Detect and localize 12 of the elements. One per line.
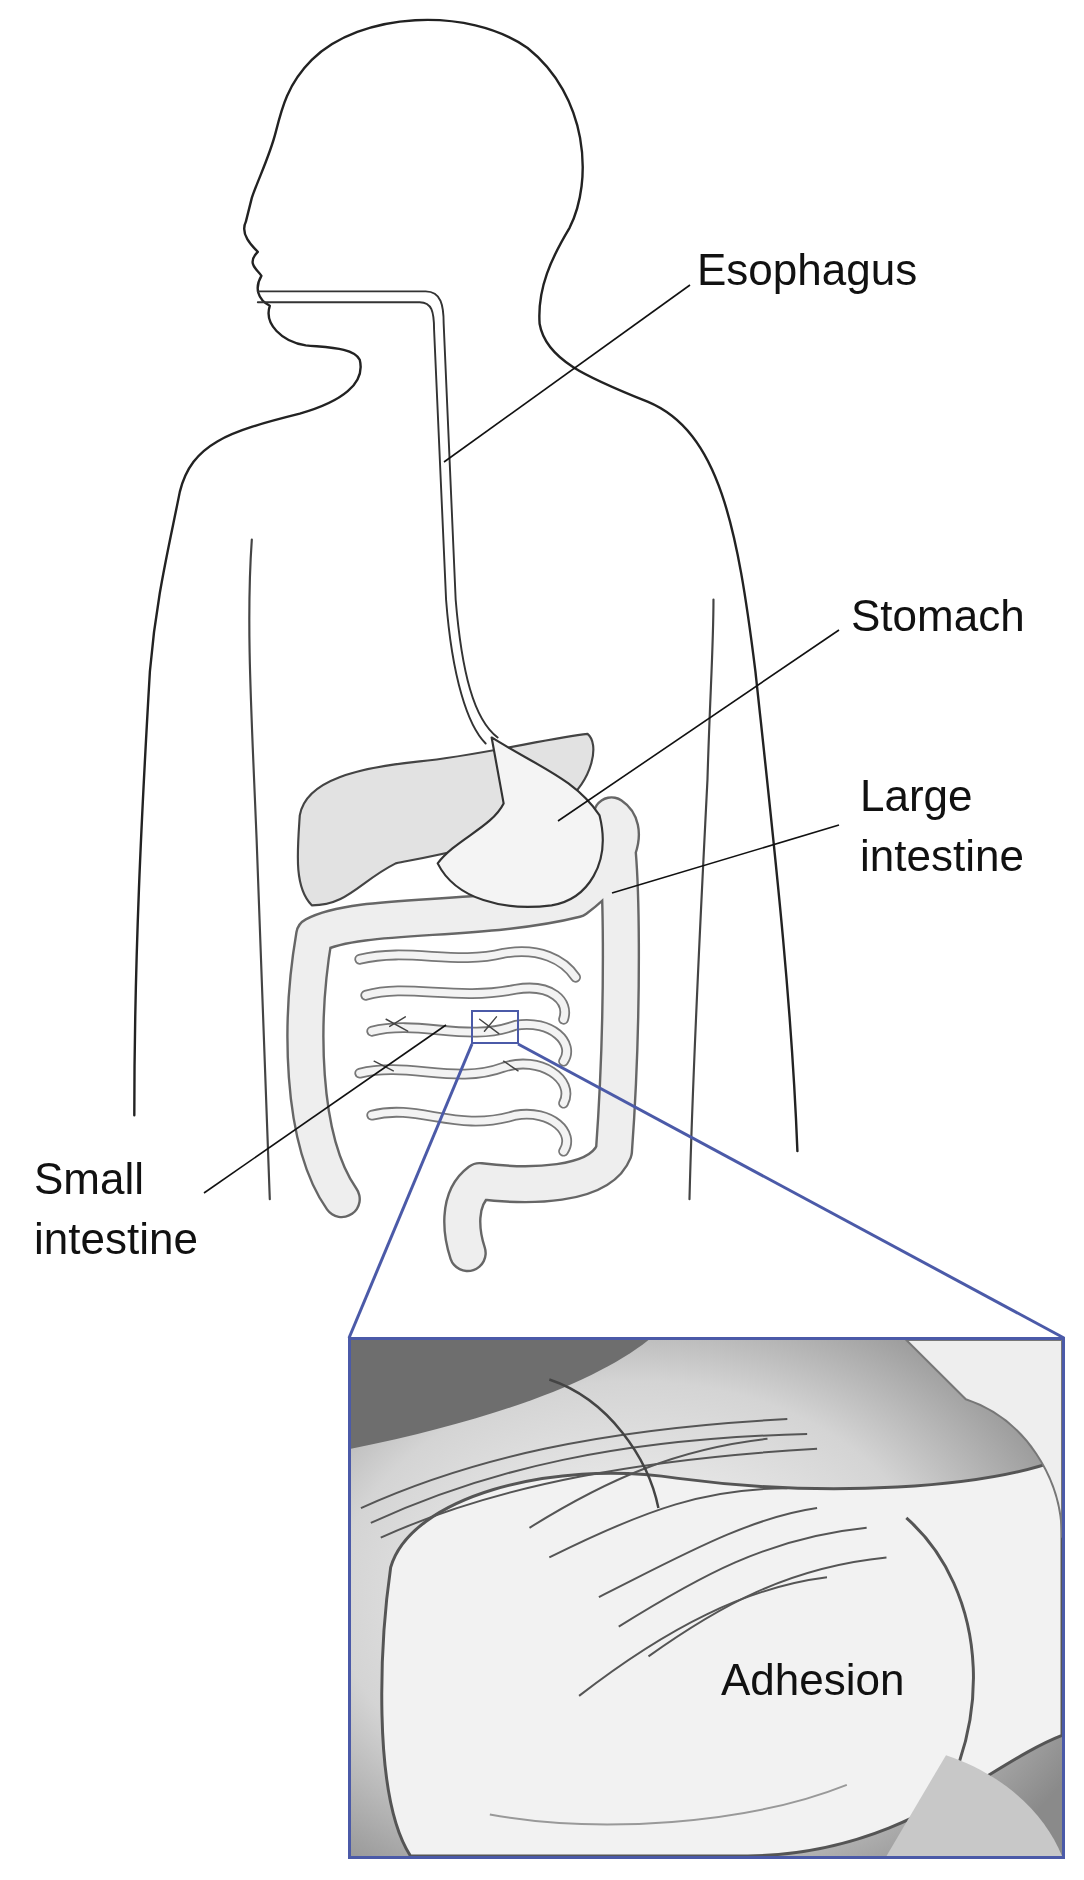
leader-line [557,629,840,822]
organ-label: Stomach [851,590,1026,642]
leader-line [443,284,691,463]
organ-label: Small intestine [34,1153,199,1265]
zoom-frame [471,1010,519,1044]
organ-label: Large intestine [860,770,1025,882]
leader-line [611,824,840,894]
leader-line [203,1024,447,1194]
zoom-line [347,1043,474,1339]
adhesion-label: Adhesion [721,1654,905,1706]
organ-label: Esophagus [697,244,919,296]
zoom-line [517,1042,1065,1340]
